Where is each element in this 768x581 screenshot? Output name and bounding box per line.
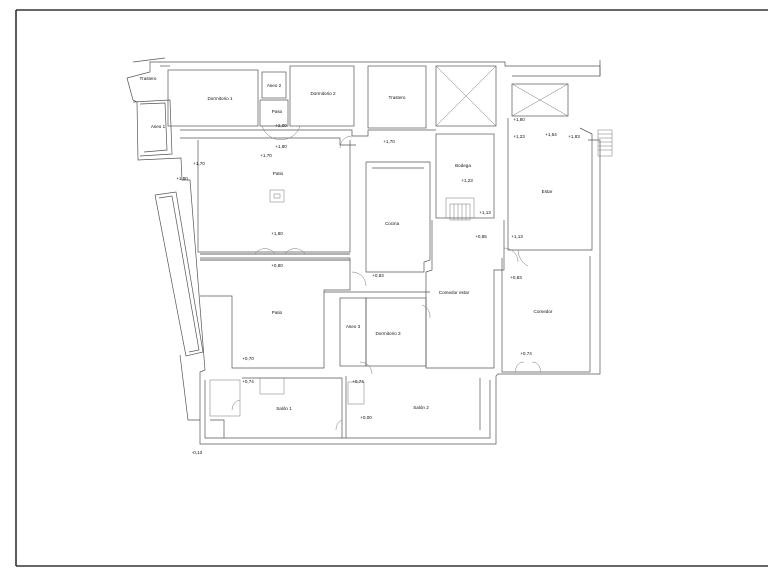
elevation-mark: +0,85 [475, 234, 487, 239]
middle-walls [197, 118, 593, 373]
elevation-mark: +0,70 [242, 356, 254, 361]
top-row-walls [167, 65, 569, 149]
elevation-mark: -0,13 [192, 450, 203, 455]
elevation-mark: +0,83 [510, 275, 522, 280]
room-label-comedor: Comedor [534, 309, 553, 314]
room-label-dormitorio-3: Dormitorio 3 [375, 331, 400, 336]
elevation-mark: +1,83 [568, 134, 580, 139]
elevation-mark: +0,83 [372, 273, 384, 278]
elevation-mark: +1,80 [275, 144, 287, 149]
room-label-aseo-1: Aseo 1 [151, 124, 166, 129]
elevation-mark: +0,74 [242, 379, 254, 384]
elevation-mark: +0,74 [520, 351, 532, 356]
room-label-bodega: Bodega [455, 163, 471, 168]
bottom-walls [209, 361, 541, 438]
room-label-patio-2: Patio [272, 310, 283, 315]
room-label-paso: Paso [272, 109, 283, 114]
elevation-mark: +1,13 [479, 210, 491, 215]
elevation-mark: +1,70 [383, 139, 395, 144]
elevation-mark: +1,70 [260, 153, 272, 158]
room-label-dormitorio-1: Dormitorio 1 [207, 96, 232, 101]
room-label-salon-2: Salón 2 [413, 405, 429, 410]
elevation-mark: +0,74 [352, 379, 364, 384]
elevation-mark: +0,80 [271, 263, 283, 268]
elevation-mark: +1,23 [513, 134, 525, 139]
room-label-aseo-3: Aseo 3 [346, 324, 361, 329]
room-label-salon-1: Salón 1 [276, 406, 292, 411]
room-label-comedor-estar: Comedor estar [439, 290, 470, 295]
elevation-mark: +0,00 [360, 415, 372, 420]
elevation-mark: +1,13 [511, 234, 523, 239]
elevation-mark: +1,23 [461, 178, 473, 183]
elevation-mark: +1,80 [176, 176, 188, 181]
room-label-dormitorio-2: Dormitorio 2 [310, 91, 335, 96]
stairs [449, 129, 613, 221]
room-label-trastero-1: Trastero [140, 76, 157, 81]
room-label-cocina: Cocina [385, 221, 400, 226]
room-label-aseo-2: Aseo 2 [267, 83, 282, 88]
elevation-mark: +1,54 [545, 132, 557, 137]
elevation-mark: +1,80 [271, 231, 283, 236]
sheet-frame [15, 9, 768, 567]
elevation-mark: +1,80 [513, 117, 525, 122]
elevation-mark: +1,70 [193, 161, 205, 166]
outer-walls [126, 57, 601, 445]
room-label-patio-1: Patio [273, 171, 284, 176]
room-label-trastero-2: Trastero [389, 95, 406, 100]
elevation-labels: +2,00+1,80+1,70+1,70+1,80+1,70+1,80+1,23… [176, 117, 580, 455]
elevation-mark: +2,00 [275, 123, 287, 128]
room-label-estar: Estar [542, 189, 553, 194]
